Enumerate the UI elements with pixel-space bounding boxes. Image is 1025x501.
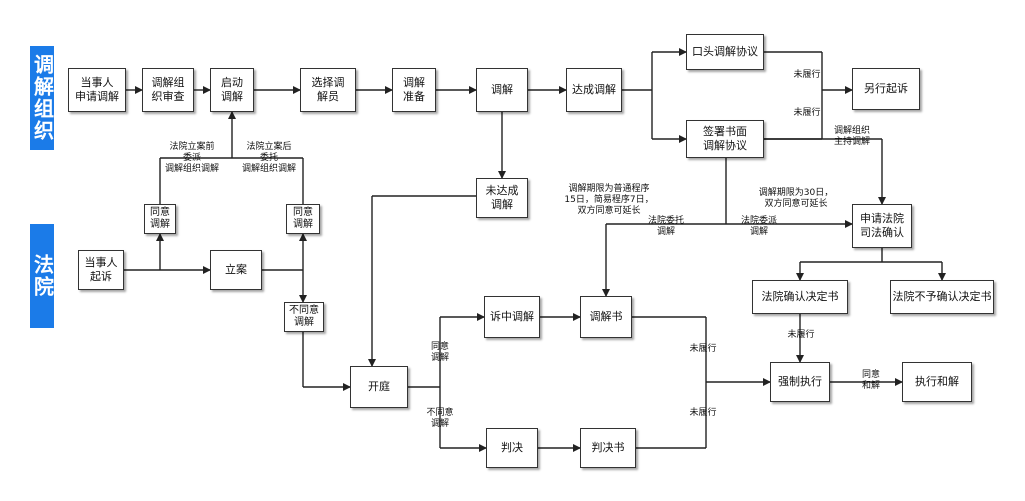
lane-court: 法院 bbox=[30, 224, 55, 328]
party-sue-node: 当事人 起诉 bbox=[78, 250, 124, 290]
judgment-node: 判决 bbox=[486, 428, 538, 468]
label-not-performed-written: 未履行 bbox=[793, 108, 821, 118]
mediate-node: 调解 bbox=[476, 68, 528, 112]
apply-mediation-node: 当事人 申请调解 bbox=[68, 68, 126, 112]
label-before-filing: 法院立案前 委派 调解组织调解 bbox=[164, 142, 219, 174]
verdict-document-node: 判决书 bbox=[580, 428, 636, 468]
mediation-document-node: 调解书 bbox=[580, 296, 632, 338]
apply-confirmation-node: 申请法院 司法确认 bbox=[852, 204, 912, 248]
enforcement-node: 强制执行 bbox=[770, 362, 830, 402]
execution-settlement-node: 执行和解 bbox=[902, 362, 972, 402]
choose-mediator-node: 选择调 解员 bbox=[300, 68, 356, 112]
oral-agreement-node: 口头调解协议 bbox=[686, 34, 764, 70]
case-filing-node: 立案 bbox=[210, 250, 262, 290]
label-not-performed-med-doc: 未履行 bbox=[689, 344, 717, 354]
label-agree-mediation: 同意 调解 bbox=[430, 342, 449, 363]
label-court-entrust: 法院委托 调解 bbox=[647, 216, 684, 237]
trial-node: 开庭 bbox=[350, 366, 408, 408]
label-disagree-mediation: 不同意 调解 bbox=[426, 408, 454, 429]
file-another-suit-node: 另行起诉 bbox=[852, 68, 920, 110]
prepare-node: 调解 准备 bbox=[392, 68, 436, 112]
court-confirmation-node: 法院确认决定书 bbox=[752, 280, 848, 314]
label-court-delegate: 法院委派 调解 bbox=[740, 216, 777, 237]
litigation-mediation-node: 诉中调解 bbox=[484, 296, 540, 338]
start-mediation-node: 启动 调解 bbox=[210, 68, 254, 112]
label-org-host: 调解组织 主持调解 bbox=[833, 126, 870, 147]
label-not-performed-confirm: 未履行 bbox=[787, 330, 815, 340]
label-not-performed-oral: 未履行 bbox=[793, 70, 821, 80]
label-org-period: 调解期限为30日， 双方同意可延长 bbox=[758, 188, 834, 209]
review-node: 调解组 织审查 bbox=[142, 68, 194, 112]
not-reached-node: 未达成 调解 bbox=[476, 178, 528, 218]
court-non-confirmation-node: 法院不予确认决定书 bbox=[890, 280, 994, 314]
agree-mediation-right-node: 同意 调解 bbox=[286, 204, 320, 234]
label-agree-settle: 同意 和解 bbox=[861, 370, 880, 391]
disagree-mediation-node: 不同意 调解 bbox=[284, 302, 324, 332]
agree-mediation-left-node: 同意 调解 bbox=[144, 204, 176, 234]
label-court-period: 调解期限为普通程序 15日，简易程序7日， 双方同意可延长 bbox=[564, 184, 654, 216]
written-agreement-node: 签署书面 调解协议 bbox=[686, 120, 764, 158]
lane-mediation-org: 调解组织 bbox=[30, 46, 55, 150]
label-after-filing: 法院立案后 委托 调解组织调解 bbox=[241, 142, 296, 174]
reach-agreement-node: 达成调解 bbox=[566, 68, 622, 112]
label-not-performed-verdict: 未履行 bbox=[689, 408, 717, 418]
